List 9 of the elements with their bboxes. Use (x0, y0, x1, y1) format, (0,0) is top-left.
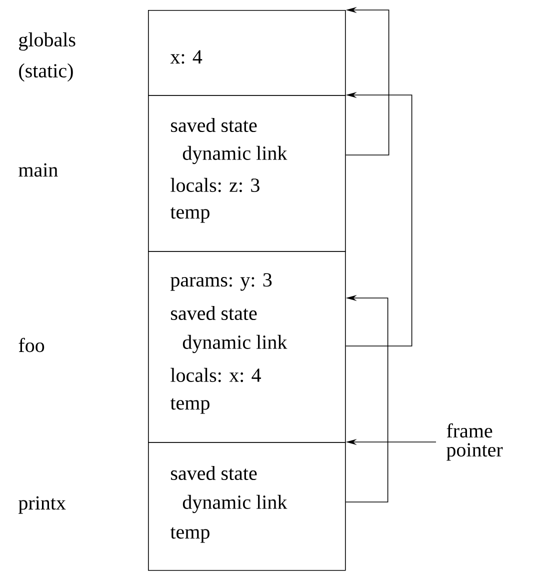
frame-box: params: y: 3 saved state dynamic link locals: x: 4 temp (148, 251, 346, 443)
frame-label: globals (static) (19, 32, 76, 82)
pointer-label: frame pointer (446, 423, 503, 461)
frame-label: main (18, 163, 58, 177)
frame-label: foo (18, 338, 44, 352)
frame-box: saved state dynamic link temp (148, 442, 346, 571)
frame-box: x: 4 (148, 10, 346, 96)
frame-box: saved state dynamic link locals: z: 3 temp (148, 95, 346, 252)
frame-label: printx (18, 496, 66, 514)
